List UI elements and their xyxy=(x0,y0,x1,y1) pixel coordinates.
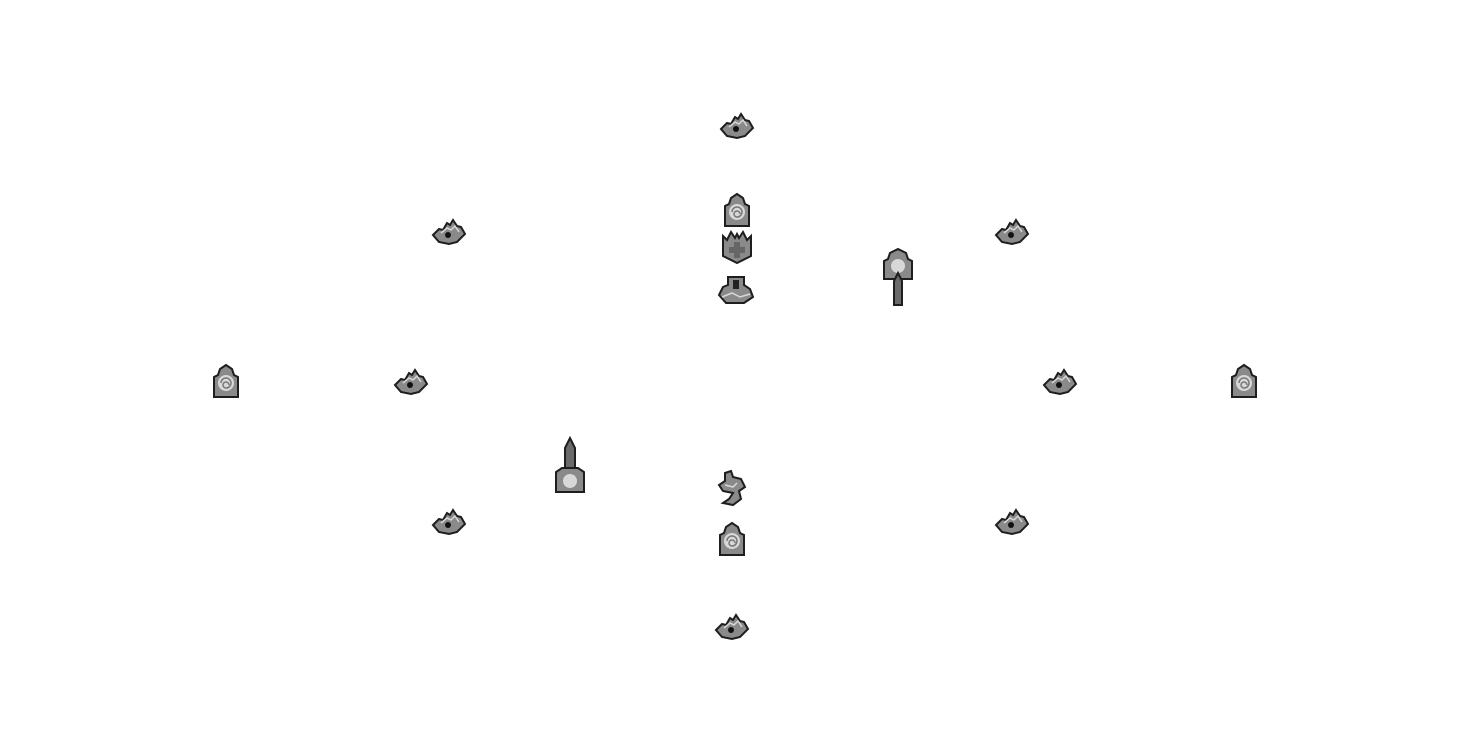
mine-icon[interactable] xyxy=(992,211,1032,251)
portal-icon[interactable] xyxy=(1224,361,1264,401)
creature-icon[interactable] xyxy=(711,467,751,507)
portal-icon[interactable] xyxy=(206,361,246,401)
mine-icon[interactable] xyxy=(1040,361,1080,401)
mine-icon[interactable] xyxy=(712,606,752,646)
mine-icon[interactable] xyxy=(717,105,757,145)
mine-icon[interactable] xyxy=(992,501,1032,541)
fortress-icon[interactable] xyxy=(716,267,756,307)
mine-icon[interactable] xyxy=(429,211,469,251)
castle-icon[interactable] xyxy=(717,226,757,266)
portal-icon[interactable] xyxy=(712,519,752,559)
tower-portal-icon[interactable] xyxy=(550,436,590,496)
mine-icon[interactable] xyxy=(391,361,431,401)
portal-icon[interactable] xyxy=(717,190,757,230)
mine-icon[interactable] xyxy=(429,501,469,541)
portal-tower-icon[interactable] xyxy=(878,247,918,307)
